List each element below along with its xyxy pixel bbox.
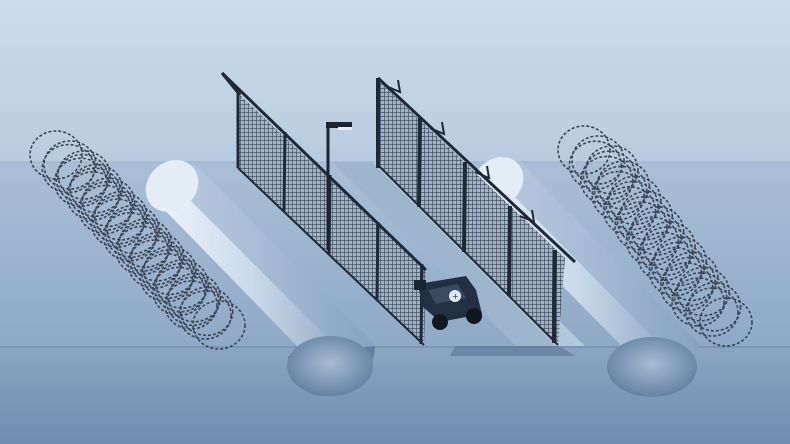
- razor-wire-coil-icon: [557, 125, 753, 347]
- razor-wire-loop: [642, 221, 696, 271]
- razor-wire-loop: [582, 150, 637, 200]
- razor-wire-loop: [602, 186, 657, 236]
- lamp-post-icon: [326, 122, 352, 250]
- razor-wire-loop: [628, 211, 682, 261]
- razor-wire-loop: [619, 190, 674, 241]
- security-fence-icon: [376, 76, 577, 346]
- razor-wire-loop: [625, 216, 680, 266]
- razor-wire-loop: [630, 206, 685, 256]
- razor-wire-loop: [685, 287, 739, 337]
- razor-wire-loop: [118, 218, 173, 268]
- razor-wire-loop: [155, 259, 209, 309]
- razor-wire-loop: [662, 256, 717, 307]
- razor-wire-loop: [659, 261, 714, 312]
- razor-wire-loop: [167, 272, 222, 323]
- razor-wire-loop: [94, 191, 148, 241]
- razor-wire-loop: [178, 290, 232, 340]
- razor-wire-loop: [164, 280, 218, 330]
- razor-wire-loop: [607, 175, 662, 226]
- razor-wire-loop: [664, 251, 719, 302]
- svg-text:+: +: [452, 292, 459, 301]
- razor-wire-loop: [106, 204, 160, 255]
- razor-wire-loop: [579, 155, 634, 206]
- razor-wire-loop: [57, 150, 111, 200]
- razor-wire-loop: [605, 180, 660, 231]
- razor-wire-loop: [639, 226, 694, 276]
- shadow-strip: [450, 346, 575, 356]
- razor-wire-loop: [143, 245, 197, 296]
- razor-wire-loop: [650, 241, 705, 292]
- razor-wire-loop: [614, 201, 668, 251]
- razor-wire-loop: [636, 231, 691, 282]
- razor-wire-loop: [179, 286, 234, 337]
- razor-wire-loop: [585, 145, 639, 195]
- concrete-barrier-icon: [145, 160, 375, 397]
- razor-wire-loop: [568, 140, 623, 190]
- razor-wire-loop: [81, 177, 136, 228]
- razor-wire-loop: [653, 236, 708, 287]
- razor-wire-loop: [571, 135, 625, 185]
- razor-wire-loop: [130, 232, 185, 282]
- patrol-jeep-icon: +: [414, 276, 482, 330]
- razor-wire-loop: [591, 170, 646, 221]
- razor-wire-loop: [69, 163, 124, 214]
- razor-wire-loop: [596, 160, 651, 210]
- razor-wire-loop: [676, 266, 731, 317]
- razor-wire-loop: [687, 281, 742, 332]
- razor-wire-loop: [673, 271, 728, 322]
- road-strip: [332, 162, 556, 346]
- razor-wire-loop: [192, 300, 246, 350]
- razor-wire-loop: [671, 277, 725, 327]
- razor-wire-loop: [648, 246, 703, 297]
- razor-wire-loop: [699, 297, 753, 347]
- razor-wire-coil-icon: [29, 130, 246, 350]
- razor-wire-loop: [593, 165, 648, 216]
- razor-wire-loop: [557, 125, 611, 175]
- razor-wire-loop: [616, 196, 671, 246]
- security-fence-icon: [220, 71, 428, 346]
